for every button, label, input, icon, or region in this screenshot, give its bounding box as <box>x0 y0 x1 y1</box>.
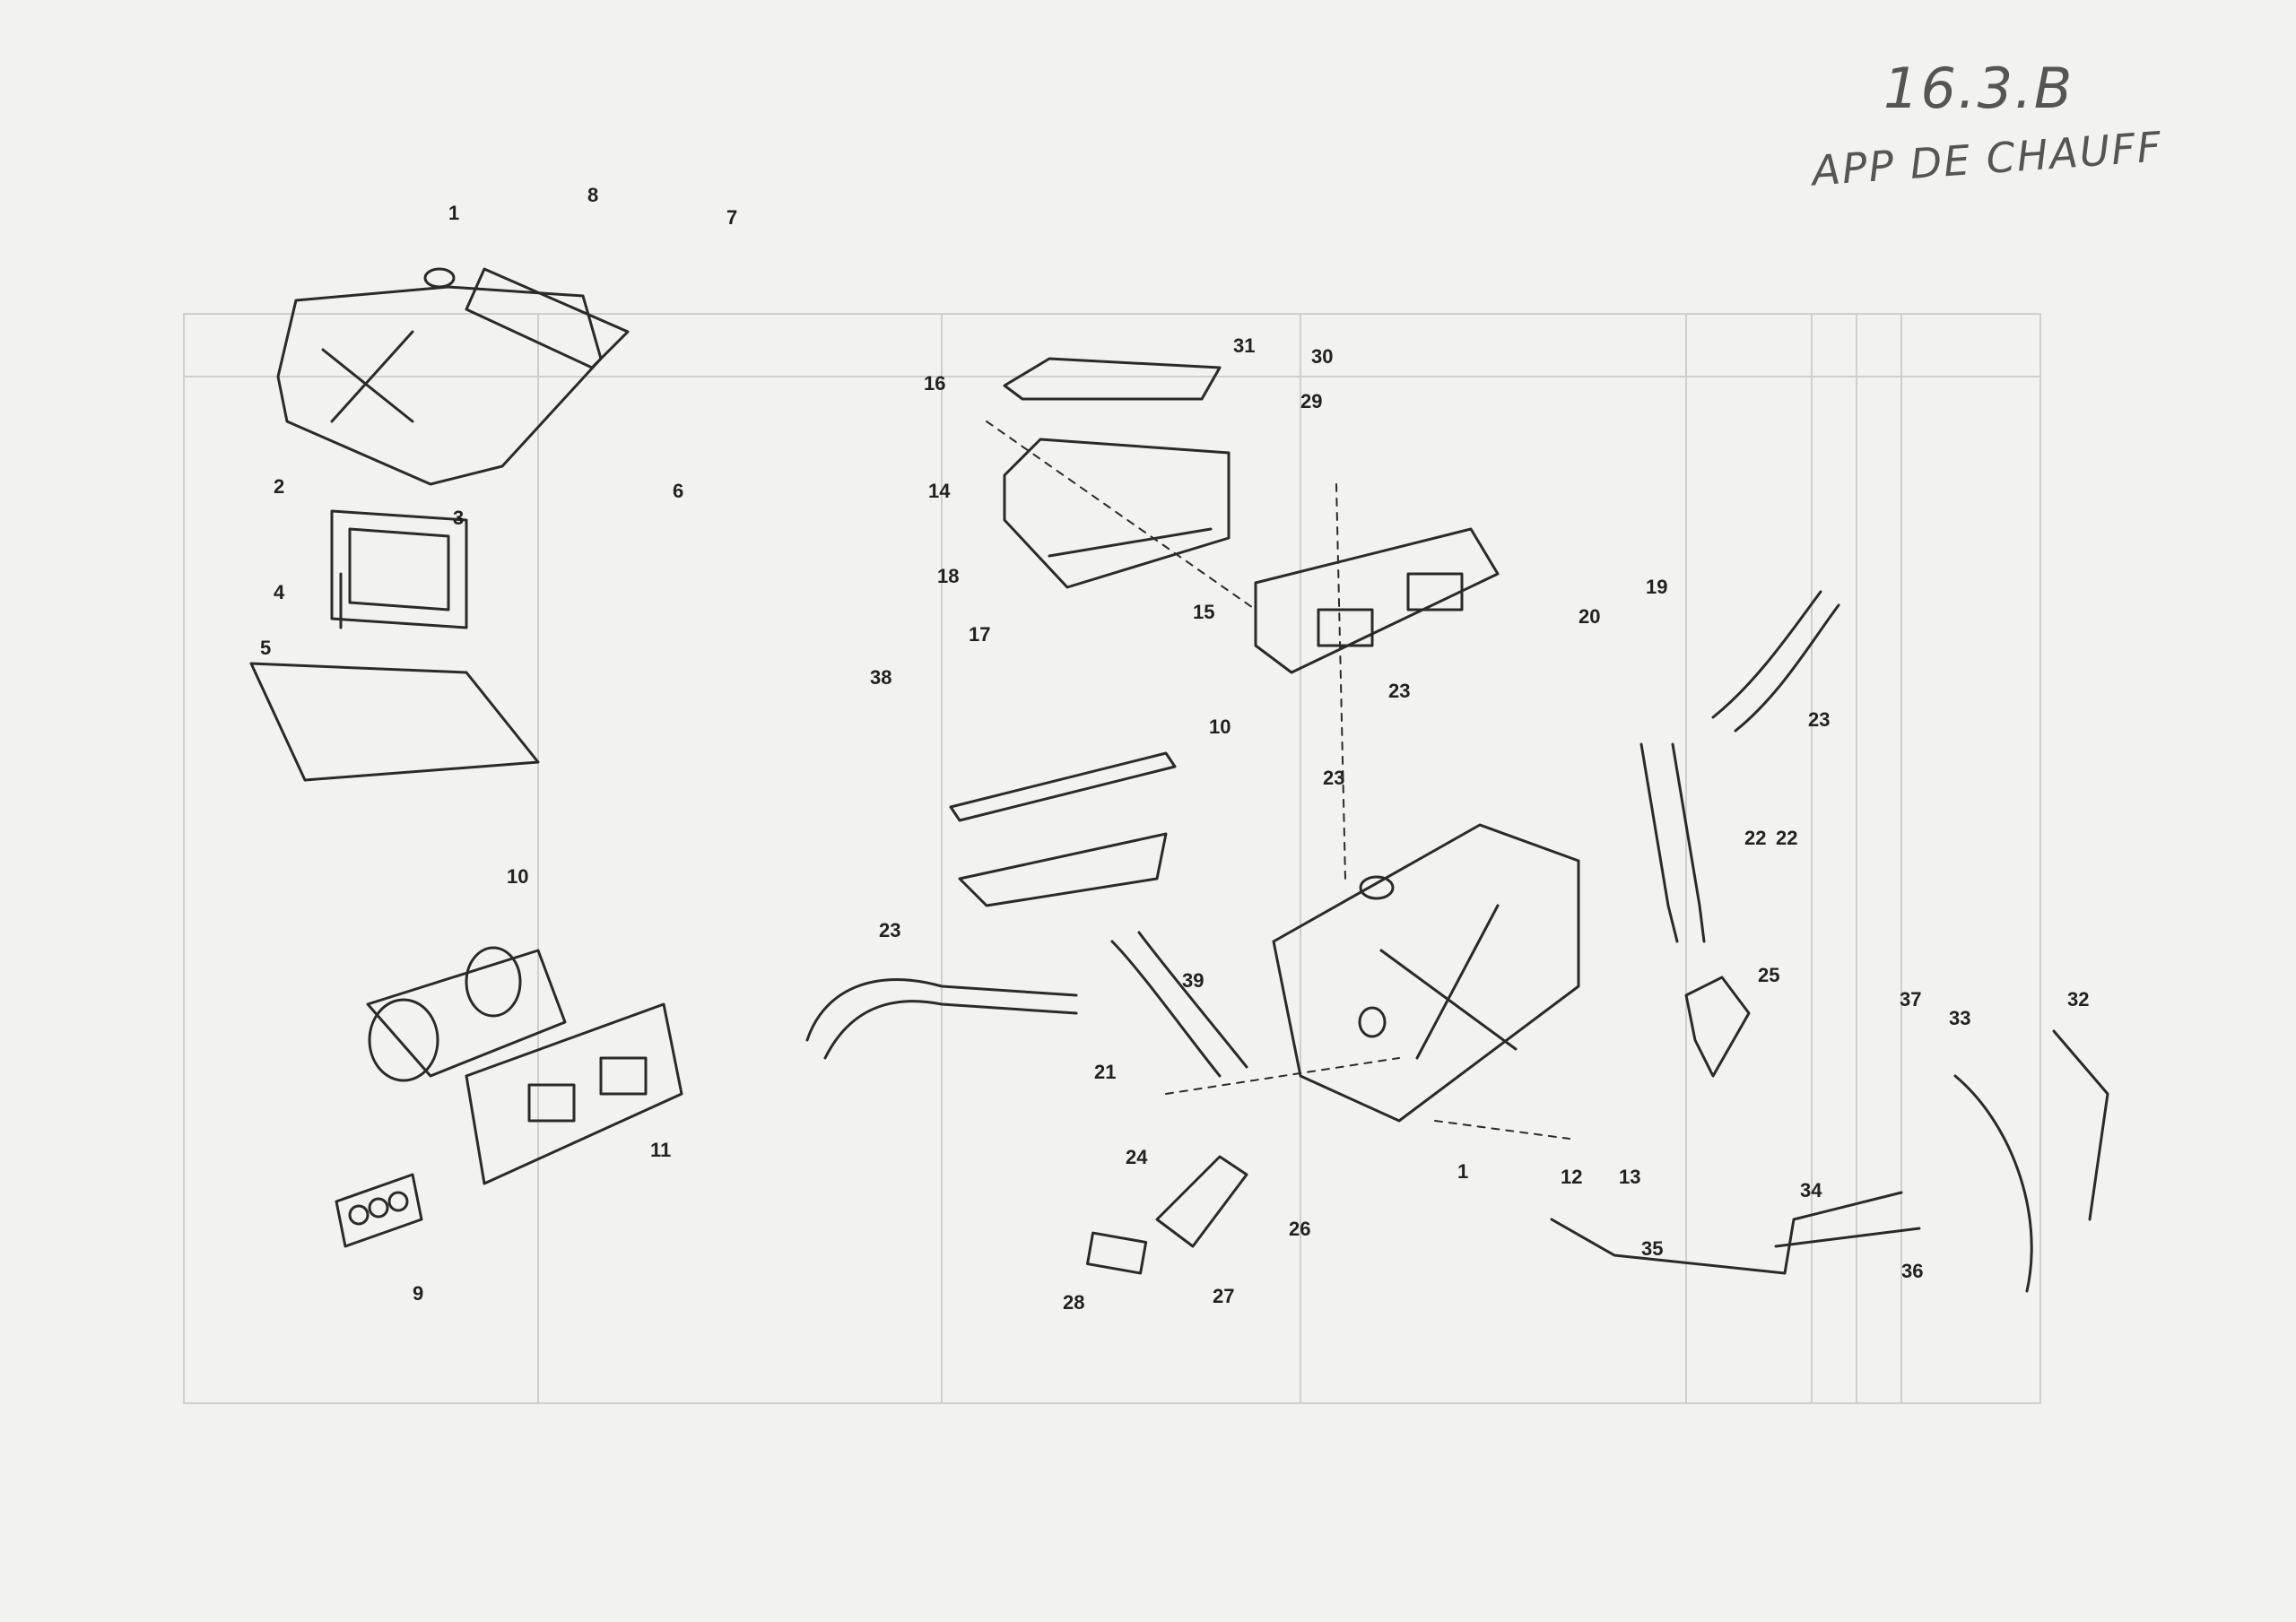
heater-housing-center <box>1272 823 1580 1123</box>
callout: 17 <box>969 623 990 646</box>
callout: 15 <box>1193 601 1214 623</box>
callout: 22 <box>1744 827 1766 849</box>
radiator-assembly <box>249 509 540 782</box>
heater-housing-top-left <box>276 267 630 486</box>
control-panel <box>335 1173 423 1248</box>
callout: 1 <box>1457 1160 1468 1183</box>
callout: 36 <box>1901 1260 1923 1282</box>
callout: 11 <box>650 1139 671 1161</box>
callout: 20 <box>1578 605 1600 628</box>
callout: 23 <box>1388 680 1410 702</box>
callout: 32 <box>2067 988 2089 1010</box>
callout: 30 <box>1311 345 1333 368</box>
callout: 16 <box>924 372 945 395</box>
callout: 21 <box>1094 1061 1116 1083</box>
page-number: 16.3.B <box>1883 56 2074 121</box>
callout: 3 <box>453 507 464 529</box>
callout: 28 <box>1063 1291 1084 1314</box>
callout: 10 <box>1209 716 1231 738</box>
callout: 13 <box>1619 1166 1640 1188</box>
fan-blower-lower-left <box>366 946 683 1185</box>
defroster-bar <box>949 751 1177 907</box>
callout: 1 <box>448 202 459 224</box>
callout: 8 <box>587 184 598 206</box>
callout: 7 <box>726 206 737 229</box>
callout: 27 <box>1213 1285 1234 1307</box>
callout: 35 <box>1641 1237 1663 1260</box>
show-through-table <box>183 313 2041 1404</box>
callout: 31 <box>1233 334 1255 357</box>
callout: 23 <box>879 919 900 941</box>
pipe-22 <box>1639 742 1706 943</box>
callout: 9 <box>413 1282 423 1305</box>
callout: 33 <box>1949 1007 1970 1029</box>
callout: 38 <box>870 666 891 689</box>
callout-labels: 1 2 3 4 5 6 7 8 9 10 10 11 12 13 14 15 1… <box>260 184 2089 1314</box>
callout: 26 <box>1289 1218 1310 1240</box>
vent-24 <box>1086 1155 1248 1275</box>
air-intake-frames <box>1003 357 1231 589</box>
callout: 37 <box>1900 988 1921 1010</box>
callout: 6 <box>673 480 683 502</box>
callout: 22 <box>1776 827 1797 849</box>
callout: 19 <box>1646 576 1667 598</box>
hose-23-right <box>1711 590 1840 733</box>
callout: 34 <box>1800 1179 1822 1201</box>
callout: 18 <box>937 565 959 587</box>
callout: 10 <box>507 865 528 888</box>
vent-25 <box>1684 976 1751 1078</box>
callout: 4 <box>274 581 285 603</box>
callout: 14 <box>928 480 951 502</box>
callout: 12 <box>1561 1166 1582 1188</box>
callout: 24 <box>1126 1146 1148 1168</box>
callout: 5 <box>260 637 271 659</box>
heater-core-box <box>1254 527 1500 674</box>
callout: 29 <box>1300 390 1322 412</box>
callout: 39 <box>1182 969 1204 992</box>
callout: 25 <box>1758 964 1779 986</box>
hose-23-left <box>805 978 1078 1060</box>
callout: 23 <box>1808 708 1830 731</box>
callout: 23 <box>1323 767 1344 789</box>
callout: 2 <box>274 475 284 498</box>
water-pipes <box>1550 1029 2109 1293</box>
pipe-21 <box>1110 931 1248 1078</box>
